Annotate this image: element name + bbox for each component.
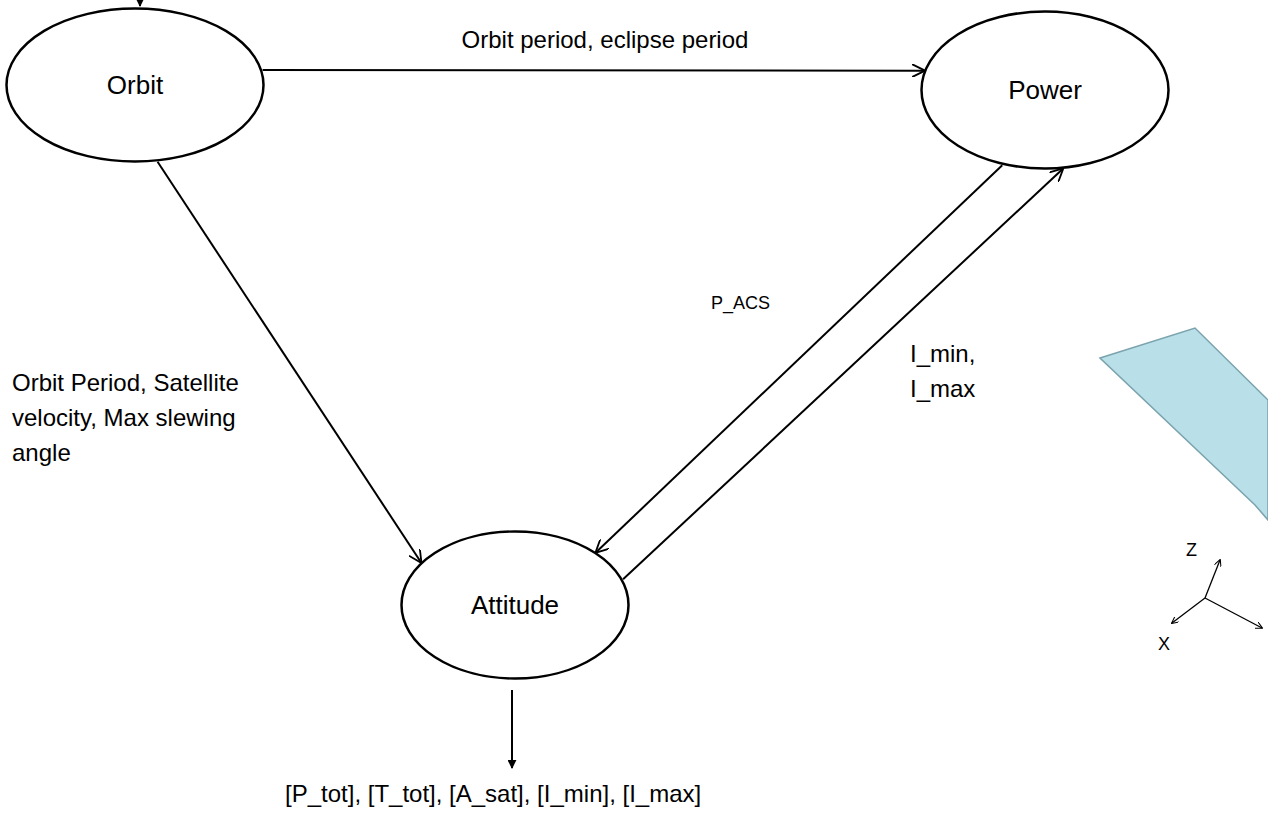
ellipse-node: Orbit: [5, 7, 265, 163]
axis-label: X: [1158, 627, 1170, 662]
axis-label: Z: [1186, 533, 1197, 568]
input-arrow: [139, 0, 141, 6]
edge-label: Orbit Period, Satellite velocity, Max sl…: [12, 365, 272, 470]
y-axis: [1205, 598, 1262, 628]
ellipse-node: Power: [920, 10, 1170, 170]
edge-label: P_ACS: [660, 290, 770, 316]
output-arrow: [511, 690, 513, 768]
flow-arrow: [623, 169, 1062, 579]
node-label: Orbit: [107, 70, 163, 101]
output-list: [P_tot], [T_tot], [A_sat], [I_min], [I_m…: [285, 776, 701, 811]
node-label: Power: [1008, 75, 1082, 106]
edge-label: I_min, I_max: [910, 336, 1030, 406]
flow-arrow: [263, 69, 924, 72]
ellipse-node: Attitude: [400, 530, 630, 680]
flow-arrow: [158, 162, 421, 562]
node-label: Attitude: [471, 590, 559, 621]
z-axis: [1205, 560, 1220, 598]
edge-label: Orbit period, eclipse period: [435, 22, 775, 57]
x-axis: [1172, 598, 1205, 623]
solar-panel: [1100, 328, 1268, 520]
